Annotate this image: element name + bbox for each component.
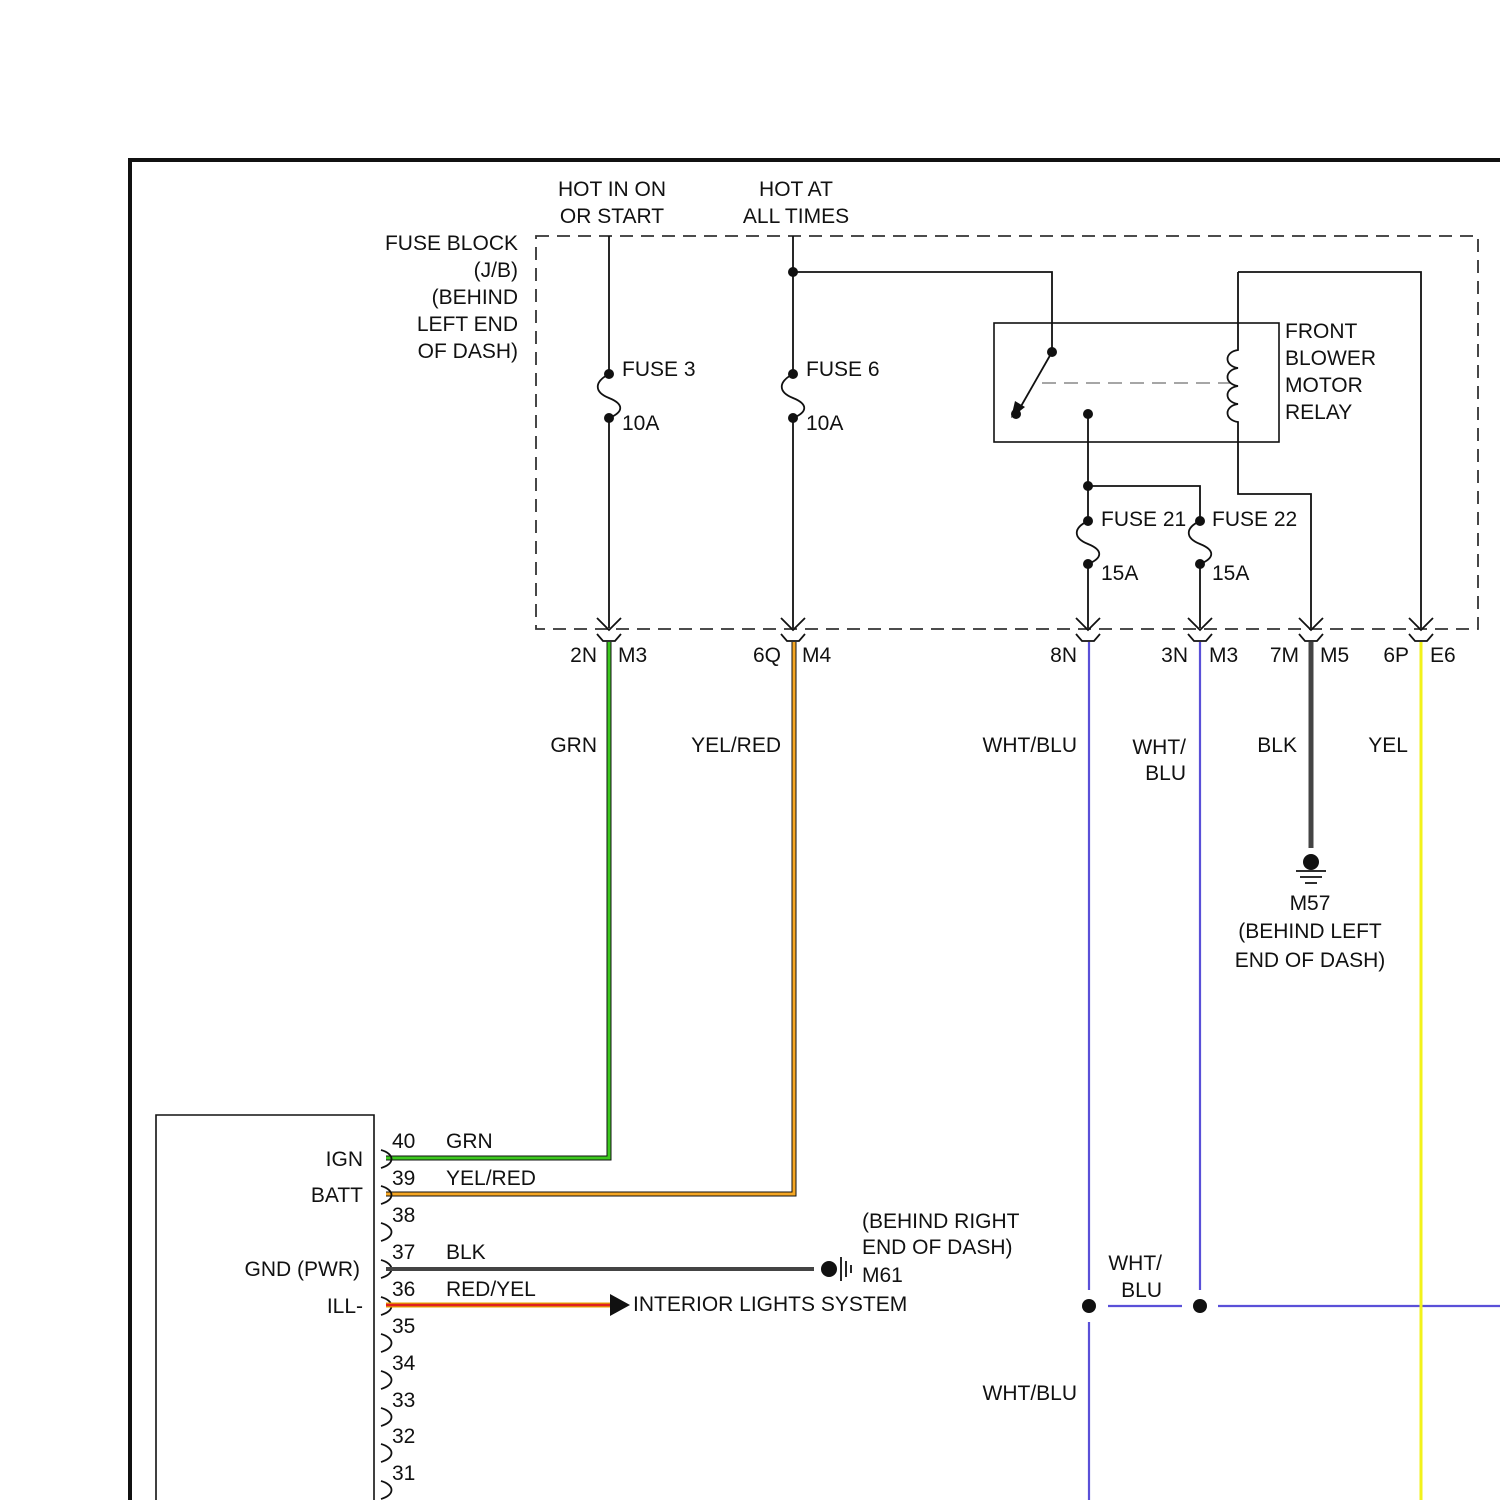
terminal-34-pin: 34 [392,1352,416,1375]
ground-m57-name: M57 [1290,892,1331,915]
fuse-6: FUSE 6 10A [781,236,880,630]
relay-label-line1: FRONT [1285,320,1357,343]
terminal-40: 40 GRN IGN [326,1130,493,1171]
connector-8n-pin: 8N [1050,644,1077,667]
fuse-block-label-line1: FUSE BLOCK [385,232,518,255]
fuse-3-rating: 10A [622,412,659,435]
wire-label-yel-red: YEL/RED [691,734,781,757]
terminal-31-pin: 31 [392,1462,415,1485]
front-blower-motor-relay: FRONT BLOWER MOTOR RELAY [994,272,1421,628]
terminal-32-pin: 32 [392,1425,415,1448]
terminal-32: 32 [381,1425,415,1462]
terminal-39-wire: YEL/RED [446,1167,536,1190]
splice-label-line1: WHT/ [1108,1252,1162,1275]
relay-switch-feed [793,272,1052,352]
wire-label-wht-blu-lower: WHT/BLU [983,1382,1078,1405]
terminal-40-wire: GRN [446,1130,493,1153]
terminal-38-pin: 38 [392,1204,415,1227]
ground-m61-name: M61 [862,1264,903,1287]
fuse-block-label-line3: (BEHIND [432,286,518,309]
terminal-36-pin: 36 [392,1278,415,1301]
ground-m61-location-line2: END OF DASH) [862,1236,1013,1259]
supply-splice-dot [788,267,798,277]
fuse-3: FUSE 3 10A [597,236,696,630]
terminal-39: 39 YEL/RED BATT [311,1167,536,1207]
wht-blu-splice-dot-left [1082,1299,1096,1313]
terminal-35-pin: 35 [392,1315,415,1338]
fuse-21-22: FUSE 21 15A FUSE 22 15A [1076,481,1433,630]
terminal-39-pin: 39 [392,1167,415,1190]
supply-hot-at-all-times-line1: HOT AT [759,178,833,201]
wire-label-blk: BLK [1257,734,1297,757]
fuse-block-label-line5: OF DASH) [418,340,518,363]
terminal-36-wire: RED/YEL [446,1278,536,1301]
connector-3n-pin: 3N [1161,644,1188,667]
wire-label-yel: YEL [1368,734,1408,757]
fuse-21-rating: 15A [1101,562,1138,585]
supply-hot-at-all-times-line2: ALL TIMES [743,205,849,228]
terminal-37-pin: 37 [392,1241,415,1264]
connector-7m-conn: M5 [1320,644,1349,667]
supply-hot-in-on-line1: HOT IN ON [558,178,666,201]
wire-label-wht-blu-left: WHT/BLU [983,734,1078,757]
terminal-37-name: GND (PWR) [245,1258,360,1281]
wire-yel-red [386,642,794,1194]
terminal-39-name: BATT [311,1184,363,1207]
terminal-40-pin: 40 [392,1130,415,1153]
terminal-40-name: IGN [326,1148,363,1171]
splice-label-line2: BLU [1121,1279,1162,1302]
terminal-33-pin: 33 [392,1389,415,1412]
relay-label-line2: BLOWER [1285,347,1376,370]
terminal-33: 33 [381,1389,415,1426]
terminal-36-name: ILL- [327,1295,363,1318]
fuse-block-boundary [536,236,1478,629]
connector-6p-conn: E6 [1430,644,1456,667]
module-terminals: 40 GRN IGN 39 YEL/RED BATT 38 37 BLK GND… [245,1130,536,1499]
wire-grn [386,642,609,1158]
fuse-6-name: FUSE 6 [806,358,880,381]
ground-m57-location-line1: (BEHIND LEFT [1238,920,1382,943]
ground-m61-location-line1: (BEHIND RIGHT [862,1210,1020,1233]
connector-7m-pin: 7M [1270,644,1299,667]
interior-lights-label: INTERIOR LIGHTS SYSTEM [633,1293,907,1316]
fuse-6-rating: 10A [806,412,843,435]
wire-label-wht-blu-right-line1: WHT/ [1132,736,1186,759]
wire-label-wht-blu-right-line2: BLU [1145,762,1186,785]
connector-3n-conn: M3 [1209,644,1238,667]
supply-hot-in-on-line2: OR START [560,205,664,228]
relay-label-line4: RELAY [1285,401,1352,424]
wire-blk-ground [1296,642,1326,883]
connector-2n-conn: M3 [618,644,647,667]
connector-6q-conn: M4 [802,644,831,667]
ground-m57-location-line2: END OF DASH) [1235,949,1386,972]
fuse-3-name: FUSE 3 [622,358,696,381]
connector-6q-pin: 6Q [753,644,781,667]
terminal-37: 37 BLK GND (PWR) [245,1241,486,1281]
connector-6p-pin: 6P [1383,644,1409,667]
terminal-38: 38 [381,1204,415,1241]
fuse-block-label-line2: (J/B) [474,259,518,282]
wht-blu-splice-dot-right [1193,1299,1207,1313]
connector-2n-pin: 2N [570,644,597,667]
terminal-36: 36 RED/YEL ILL- [327,1278,536,1318]
fuse-22-rating: 15A [1212,562,1249,585]
fuse-21-name: FUSE 21 [1101,508,1186,531]
wire-label-grn: GRN [550,734,597,757]
connector-cups [597,634,1433,641]
terminal-35: 35 [381,1315,415,1352]
relay-label-line3: MOTOR [1285,374,1363,397]
terminal-37-wire: BLK [446,1241,486,1264]
fuse-22-name: FUSE 22 [1212,508,1297,531]
terminal-34: 34 [381,1352,416,1389]
fuse-block-label-line4: LEFT END [417,313,518,336]
terminal-31: 31 [381,1462,415,1499]
